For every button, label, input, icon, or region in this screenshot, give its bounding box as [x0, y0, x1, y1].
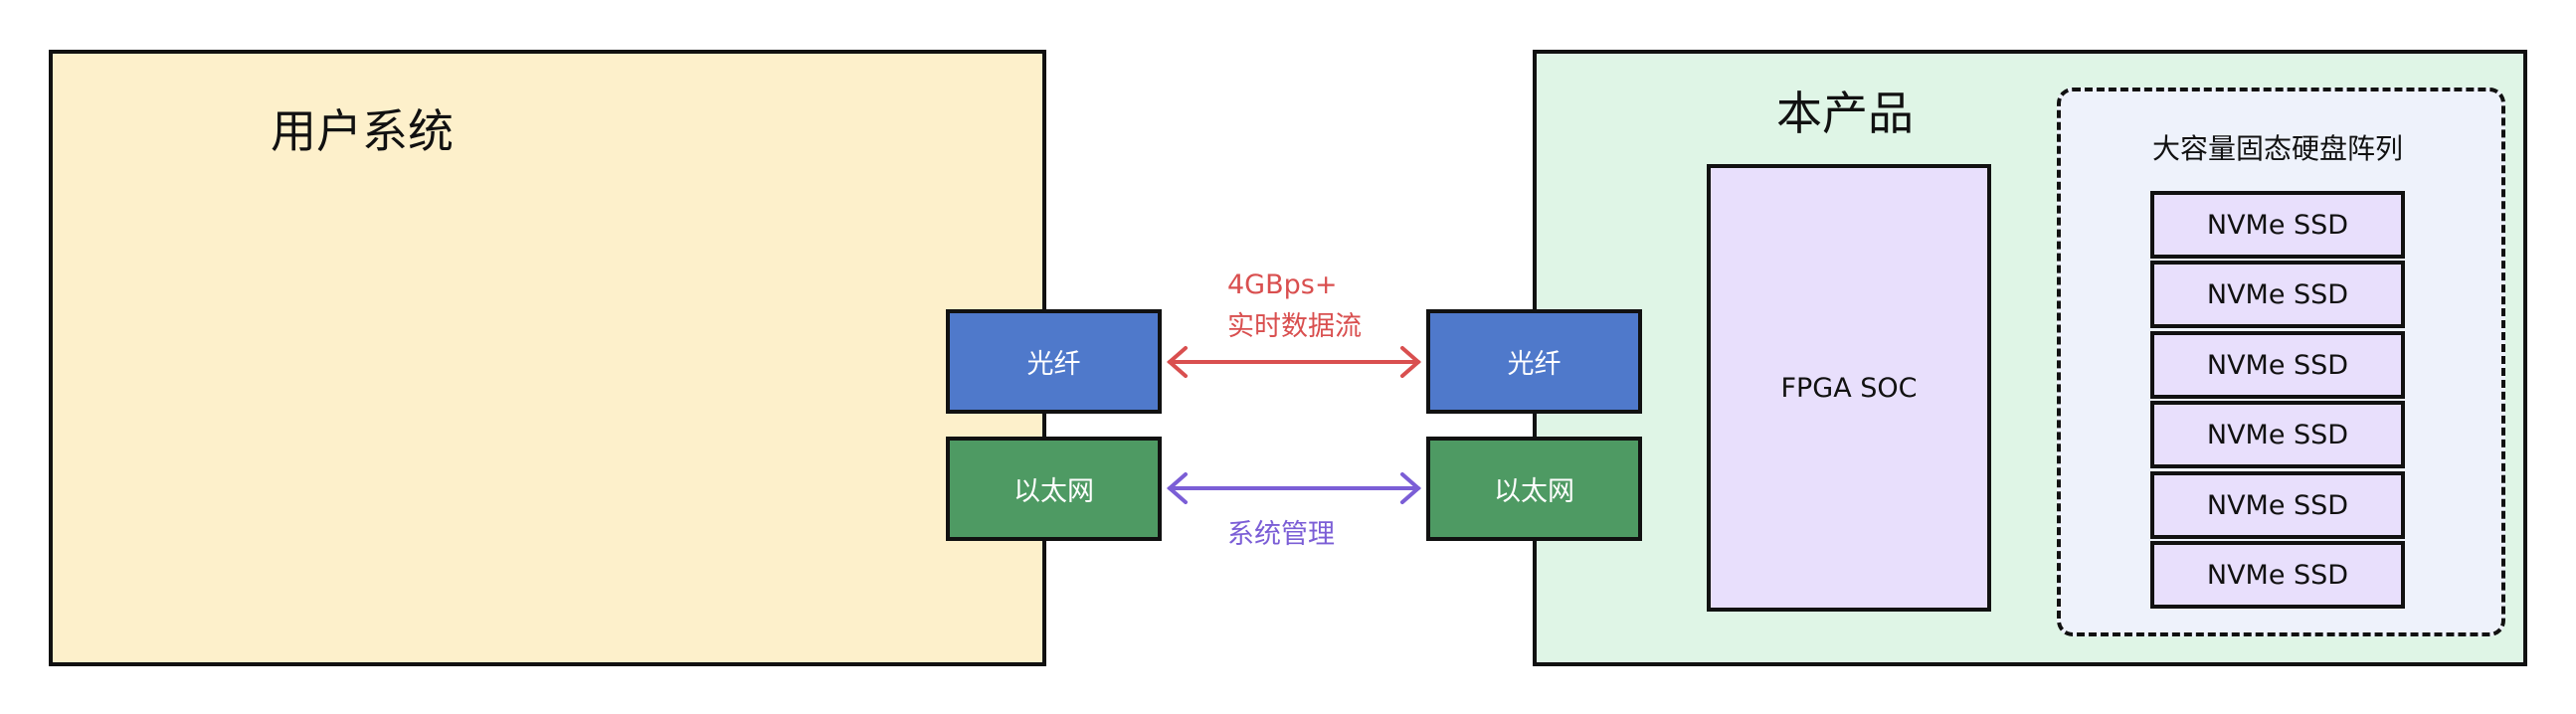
- ssd-label: NVMe SSD: [2206, 349, 2349, 381]
- fiber-stream-text: 实时数据流: [1227, 311, 1362, 342]
- ethernet-port-label: 以太网: [1494, 476, 1574, 507]
- product-fiber-port: 光纤: [1426, 309, 1642, 414]
- nvme-ssd-6: NVMe SSD: [2150, 541, 2405, 609]
- fiber-port-label: 光纤: [1507, 349, 1562, 380]
- user-system-box: [49, 50, 1046, 666]
- ssd-label: NVMe SSD: [2206, 209, 2349, 241]
- ssd-label: NVMe SSD: [2206, 489, 2349, 521]
- fiber-bandwidth-text: 4GBps+: [1227, 269, 1338, 300]
- user-fiber-port: 光纤: [946, 309, 1162, 414]
- ethernet-link-arrow: [1166, 472, 1422, 504]
- nvme-ssd-3: NVMe SSD: [2150, 331, 2405, 399]
- nvme-ssd-5: NVMe SSD: [2150, 471, 2405, 539]
- product-ethernet-port: 以太网: [1426, 437, 1642, 541]
- fiber-port-label: 光纤: [1026, 349, 1081, 380]
- user-ethernet-port: 以太网: [946, 437, 1162, 541]
- ssd-label: NVMe SSD: [2206, 419, 2349, 450]
- ssd-label: NVMe SSD: [2206, 559, 2349, 591]
- fiber-link-arrow: [1166, 346, 1422, 378]
- fpga-soc-label: FPGA SOC: [1780, 372, 1918, 404]
- nvme-ssd-4: NVMe SSD: [2150, 401, 2405, 468]
- fpga-soc-block: FPGA SOC: [1707, 164, 1991, 612]
- user-system-title: 用户系统: [271, 104, 454, 158]
- product-title: 本产品: [1776, 87, 1914, 140]
- fiber-link-label: 4GBps+ 实时数据流: [1227, 265, 1362, 348]
- ssd-label: NVMe SSD: [2206, 278, 2349, 310]
- nvme-ssd-2: NVMe SSD: [2150, 261, 2405, 328]
- ethernet-port-label: 以太网: [1013, 476, 1094, 507]
- ssd-array-title: 大容量固态硬盘阵列: [2152, 132, 2404, 165]
- ethernet-link-label: 系统管理: [1227, 519, 1335, 550]
- nvme-ssd-1: NVMe SSD: [2150, 191, 2405, 259]
